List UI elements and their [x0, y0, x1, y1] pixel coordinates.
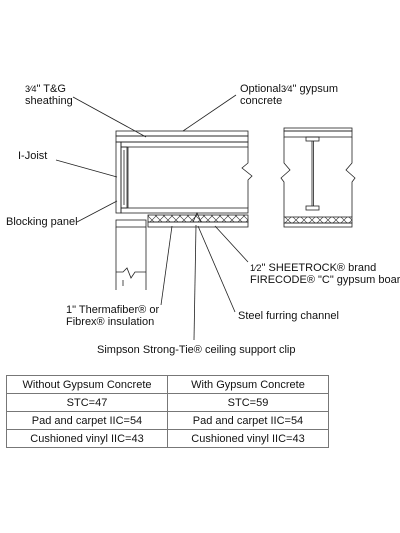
table-cell: Pad and carpet IIC=54: [167, 411, 329, 430]
furring-channel-label: Steel furring channel: [238, 310, 339, 322]
wall-top-plate: [115, 219, 147, 228]
sheathing-label-line1: " T&G: [36, 83, 66, 95]
table-cell: Pad and carpet IIC=54: [6, 411, 168, 430]
ceiling-support-clip: [192, 212, 202, 223]
blocking-panel: [115, 141, 122, 214]
table-cell: Cushioned vinyl IIC=43: [6, 429, 168, 448]
table-header-row: Without Gypsum Concrete With Gypsum Conc…: [6, 375, 329, 394]
ijoist-top-flange: [120, 141, 249, 148]
table-cell: STC=59: [167, 393, 329, 412]
acoustic-ratings-table: Without Gypsum Concrete With Gypsum Conc…: [6, 375, 329, 448]
gypsum-board-label-line2: FIRECODE® "C" gypsum board: [250, 274, 400, 286]
gypsum-board-label: 1⁄2" SHEETROCK® brand FIRECODE® "C" gyps…: [250, 262, 400, 286]
table-row: STC=47 STC=59: [6, 393, 329, 412]
gypsum-board-fraction: 1⁄2: [250, 263, 262, 273]
table-header-without-concrete: Without Gypsum Concrete: [6, 375, 168, 394]
ijoist-label: I-Joist: [18, 150, 48, 162]
blocking-panel-label: Blocking panel: [6, 216, 78, 228]
insulation-label-line2: Fibrex® insulation: [66, 316, 155, 328]
sheathing-layer: [115, 135, 249, 143]
support-clip-label: Simpson Strong-Tie® ceiling support clip: [97, 344, 296, 356]
sheathing-label: 3⁄4" T&G sheathing: [25, 83, 73, 107]
table-cell: Cushioned vinyl IIC=43: [167, 429, 329, 448]
gypsum-concrete-label-post: " gypsum: [292, 83, 338, 95]
table-header-with-concrete: With Gypsum Concrete: [167, 375, 329, 394]
gypsum-board-label-line1: " SHEETROCK® brand: [261, 262, 377, 274]
floor-assembly-section-drawing: [55, 94, 356, 341]
gypsum-concrete-fraction: 3⁄4: [280, 84, 293, 94]
sheathing-fraction: 3⁄4: [25, 84, 37, 94]
insulation-label-line1: 1" Thermafiber® or: [66, 304, 160, 316]
gypsum-concrete-label-pre: Optional: [240, 83, 281, 95]
table-row: Cushioned vinyl IIC=43 Cushioned vinyl I…: [6, 429, 329, 448]
sheathing-label-line2: sheathing: [25, 95, 73, 107]
table-cell: STC=47: [6, 393, 168, 412]
gypsum-concrete-label-line2: concrete: [240, 95, 283, 107]
insulation-label: 1" Thermafiber® or Fibrex® insulation: [66, 304, 159, 328]
gypsum-concrete-label: Optional3⁄4" gypsum concrete: [240, 83, 338, 107]
table-row: Pad and carpet IIC=54 Pad and carpet IIC…: [6, 411, 329, 430]
ijoist-bottom-flange: [120, 207, 249, 214]
